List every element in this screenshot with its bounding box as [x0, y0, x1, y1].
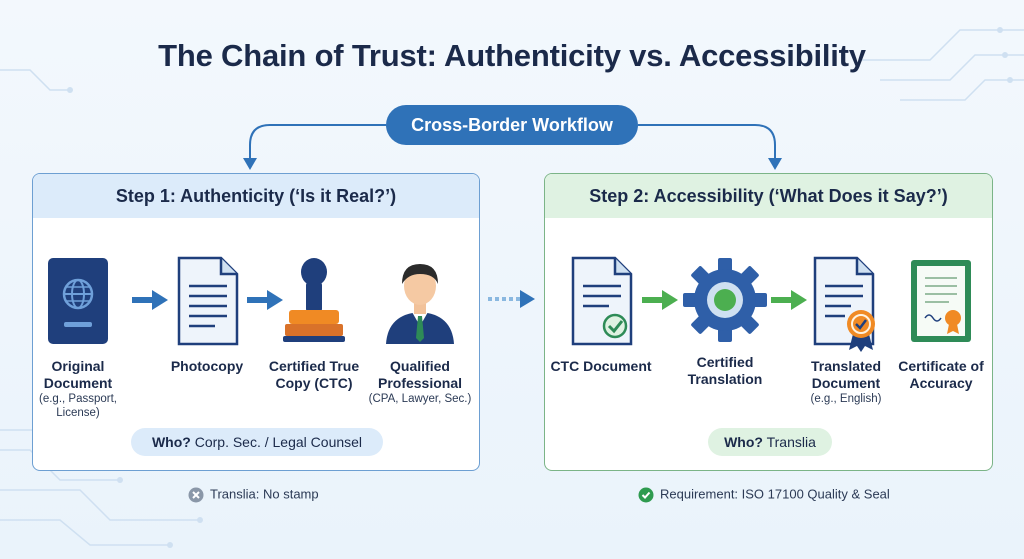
verified-document-icon: [571, 256, 633, 346]
translated-document-label: Translated Document: [810, 358, 882, 391]
step1-item-original: Original Document (e.g., Passport, Licen…: [33, 256, 130, 420]
step1-item-professional: Qualified Professional (CPA, Lawyer, Sec…: [360, 256, 479, 406]
step2-note: Requirement: ISO 17100 Quality & Seal: [638, 485, 890, 503]
step2-item-translated-document: Translated Document (e.g., English): [794, 256, 898, 406]
stamp-icon: [283, 258, 345, 342]
step1-item-ctc: Certified True Copy (CTC): [262, 256, 366, 392]
certified-translation-label: Certified Translation: [687, 354, 763, 387]
photocopy-label: Photocopy: [170, 358, 244, 374]
professional-icon: [386, 264, 454, 344]
certificate-icon: [911, 260, 971, 342]
step1-panel: Step 1: Authenticity (‘Is it Real?’) Ori…: [32, 173, 480, 471]
step2-panel: Step 2: Accessibility (‘What Does it Say…: [544, 173, 993, 471]
translated-document-icon: [813, 256, 875, 352]
who-text: Translia: [766, 434, 816, 450]
step2-item-certificate: Certificate of Accuracy: [889, 256, 992, 392]
step1-note: Translia: No stamp: [188, 485, 319, 503]
step1-header: Step 1: Authenticity (‘Is it Real?’): [33, 174, 479, 218]
translated-document-sub: (e.g., English): [810, 393, 882, 405]
page-title: The Chain of Trust: Authenticity vs. Acc…: [158, 38, 866, 73]
original-document-label: Original Document: [43, 358, 113, 391]
step2-who-badge: Who? Translia: [708, 428, 832, 456]
close-icon: [188, 487, 204, 503]
arrow-icon: [642, 290, 678, 310]
step1-who-badge: Who? Corp. Sec. / Legal Counsel: [131, 428, 383, 456]
ctc-label: Certified True Copy (CTC): [268, 358, 360, 391]
document-icon: [177, 256, 239, 346]
who-prefix: Who?: [151, 434, 191, 450]
arrow-icon: [771, 290, 807, 310]
step1-item-photocopy: Photocopy: [155, 256, 259, 375]
ctc-document-label: CTC Document: [550, 358, 652, 374]
gear-icon: [683, 258, 767, 342]
step2-header: Step 2: Accessibility (‘What Does it Say…: [545, 174, 992, 218]
step2-item-ctc-document: CTC Document: [549, 256, 653, 375]
professional-label: Qualified Professional: [377, 358, 463, 391]
professional-sub: (CPA, Lawyer, Sec.): [368, 393, 472, 405]
original-document-sub: (e.g., Passport, License): [39, 393, 117, 419]
step2-note-text: Requirement: ISO 17100 Quality & Seal: [660, 486, 890, 502]
certificate-label: Certificate of Accuracy: [898, 358, 984, 391]
check-circle-icon: [638, 487, 654, 503]
who-prefix: Who?: [724, 434, 763, 450]
arrow-icon: [132, 290, 168, 310]
workflow-badge: Cross-Border Workflow: [386, 105, 638, 145]
arrow-icon: [247, 290, 283, 310]
who-text: Corp. Sec. / Legal Counsel: [194, 434, 363, 450]
step2-item-certified-translation: Certified Translation: [673, 256, 777, 388]
passport-icon: [48, 258, 108, 344]
step1-note-text: Translia: No stamp: [210, 486, 319, 502]
